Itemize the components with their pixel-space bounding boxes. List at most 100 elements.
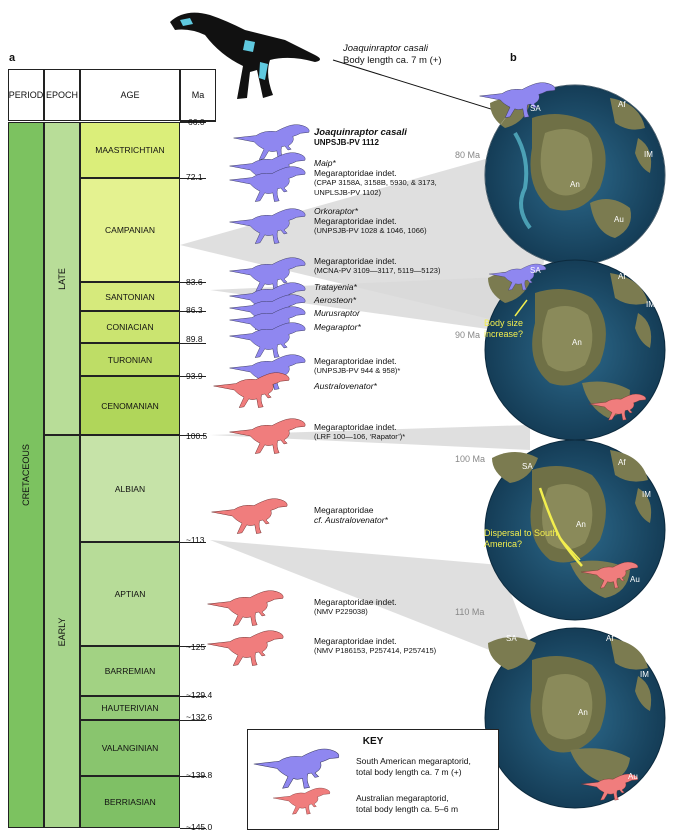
dispersal-note: Dispersal to South America?: [484, 528, 558, 549]
entry-line: UNPLSJB-PV 1102): [314, 188, 381, 197]
key-au-label: Australian megaraptorid, total body leng…: [356, 793, 458, 815]
entry-line: (UNPSJB-PV 1028 & 1046, 1066): [314, 226, 427, 235]
continent-label: Au: [630, 575, 640, 584]
entry-murusraptor: Murusraptor: [314, 308, 360, 318]
ma-tick: [180, 435, 206, 436]
age-campanian: CAMPANIAN: [80, 178, 180, 282]
ma-tick: [180, 646, 206, 647]
age-valanginian: VALANGINIAN: [80, 720, 180, 776]
ma-label: ~113: [186, 535, 205, 545]
skeleton-illustration: [170, 12, 320, 100]
continent-label: IM: [640, 670, 649, 679]
age-albian: ALBIAN: [80, 435, 180, 542]
entry-line: Megaraptoridae indet.: [314, 168, 397, 178]
continent-label: An: [572, 338, 582, 347]
entry-line: Megaraptoridae indet.: [314, 256, 397, 266]
ma-tick: [180, 311, 206, 312]
continent-label: IM: [642, 490, 651, 499]
skeleton-name: Joaquinraptor casali: [343, 43, 429, 54]
continent-label: SA: [530, 266, 541, 275]
ma-tick: [180, 696, 206, 697]
ma-label: ~139.8: [186, 770, 213, 780]
ma-tick: [180, 376, 206, 377]
body-size-note: Body size increase?: [484, 318, 524, 339]
ma-label: 93.9: [186, 371, 203, 381]
continent-label: Af: [618, 272, 626, 281]
ma-tick: [180, 282, 206, 283]
age-maastrichtian: MAASTRICHTIAN: [80, 122, 180, 178]
ma-label: ~129.4: [186, 690, 213, 700]
key-line: South American megaraptorid,: [356, 756, 471, 766]
globes-panel: [484, 84, 666, 809]
entry-title: Maip*: [314, 158, 336, 168]
header-period: PERIOD: [8, 69, 44, 121]
globe-110ma: [484, 627, 666, 809]
entry-line: Megaraptoridae: [314, 505, 374, 515]
entry-line: (NMV P229038): [314, 607, 368, 616]
entry-joaquinraptor: Joaquinraptor casali UNPSJB-PV 1112: [314, 128, 407, 148]
entry-megaraptoridae-mcna: Megaraptoridae indet. (MCNA-PV 3109—3117…: [314, 256, 440, 276]
ma-tick: [180, 343, 206, 344]
globe-age-label: 90 Ma: [455, 330, 481, 340]
entry-megaraptoridae-unpsjb: Megaraptoridae indet. (UNPSJB-PV 944 & 9…: [314, 356, 400, 376]
header-age: AGE: [80, 69, 180, 121]
epoch-early: EARLY: [44, 435, 80, 828]
entry-maip: Maip* Megaraptoridae indet. (CPAP 3158A,…: [314, 158, 437, 198]
entry-specimen: UNPSJB-PV 1112: [314, 138, 379, 147]
ma-label: 89.8: [186, 334, 203, 344]
entry-line: Megaraptoridae indet.: [314, 422, 397, 432]
ma-label: ~125: [186, 642, 206, 652]
header-ma: Ma: [180, 69, 216, 121]
entry-megaraptoridae-cf: Megaraptoridae cf. Australovenator*: [314, 505, 388, 525]
continent-label: IM: [646, 300, 655, 309]
ma-tick: [180, 122, 206, 123]
continent-label: Au: [614, 215, 624, 224]
continent-label: IM: [644, 150, 653, 159]
key-line: total body length ca. 5–6 m: [356, 804, 459, 814]
ma-label: 86.3: [186, 305, 203, 315]
ma-label: 66.0: [188, 117, 205, 127]
entry-line: Megaraptoridae indet.: [314, 216, 397, 226]
age-coniacian: CONIACIAN: [80, 311, 180, 343]
entry-megaraptoridae-lrf: Megaraptoridae indet. (LRF 100—106, ‘Rap…: [314, 422, 405, 442]
age-santonian: SANTONIAN: [80, 282, 180, 311]
globe-age-label: 110 Ma: [455, 607, 485, 617]
entry-megaraptoridae-nmv1: Megaraptoridae indet. (NMV P229038): [314, 597, 397, 617]
continent-label: SA: [506, 634, 517, 643]
continent-label: Af: [618, 100, 626, 109]
entry-line: Megaraptoridae indet.: [314, 636, 397, 646]
period-cell: CRETACEOUS: [8, 122, 44, 828]
globe-age-label: 100 Ma: [455, 454, 486, 464]
ma-label: 72.1: [186, 172, 203, 182]
skeleton-size: Body length ca. 7 m (+): [343, 55, 442, 66]
age-berriasian: BERRIASIAN: [80, 776, 180, 828]
age-barremian: BARREMIAN: [80, 646, 180, 696]
entry-megaraptoridae-nmv2: Megaraptoridae indet. (NMV P186153, P257…: [314, 636, 436, 656]
ma-tick: [180, 542, 206, 543]
key-box: KEY South American megaraptorid, total b…: [247, 729, 499, 830]
ma-tick: [180, 178, 206, 179]
globe-age-label: 80 Ma: [455, 150, 481, 160]
entry-title: Orkoraptor*: [314, 206, 358, 216]
key-sa-label: South American megaraptorid, total body …: [356, 756, 471, 778]
key-line: Australian megaraptorid,: [356, 793, 449, 803]
key-swatches: [253, 748, 340, 815]
age-turonian: TURONIAN: [80, 343, 180, 376]
continent-label: Au: [628, 772, 638, 781]
entry-aerosteon: Aerosteon*: [314, 295, 357, 305]
entry-orkoraptor: Orkoraptor* Megaraptoridae indet. (UNPSJ…: [314, 206, 427, 236]
continent-label: An: [570, 180, 580, 189]
key-line: total body length ca. 7 m (+): [356, 767, 462, 777]
entry-line: (MCNA-PV 3109—3117, 5119—5123): [314, 266, 441, 275]
entry-title: Joaquinraptor casali: [314, 127, 407, 138]
key-title: KEY: [362, 736, 384, 747]
ma-tick: [180, 776, 206, 777]
entry-line: cf. Australovenator*: [314, 515, 388, 525]
epoch-late: LATE: [44, 122, 80, 435]
entry-line: (NMV P186153, P257414, P257415): [314, 646, 437, 655]
entry-line: (CPAP 3158A, 3158B, 5930, & 3173,: [314, 178, 437, 187]
age-hauterivian: HAUTERIVIAN: [80, 696, 180, 720]
continent-label: Af: [618, 458, 626, 467]
header-epoch: EPOCH: [44, 69, 80, 121]
